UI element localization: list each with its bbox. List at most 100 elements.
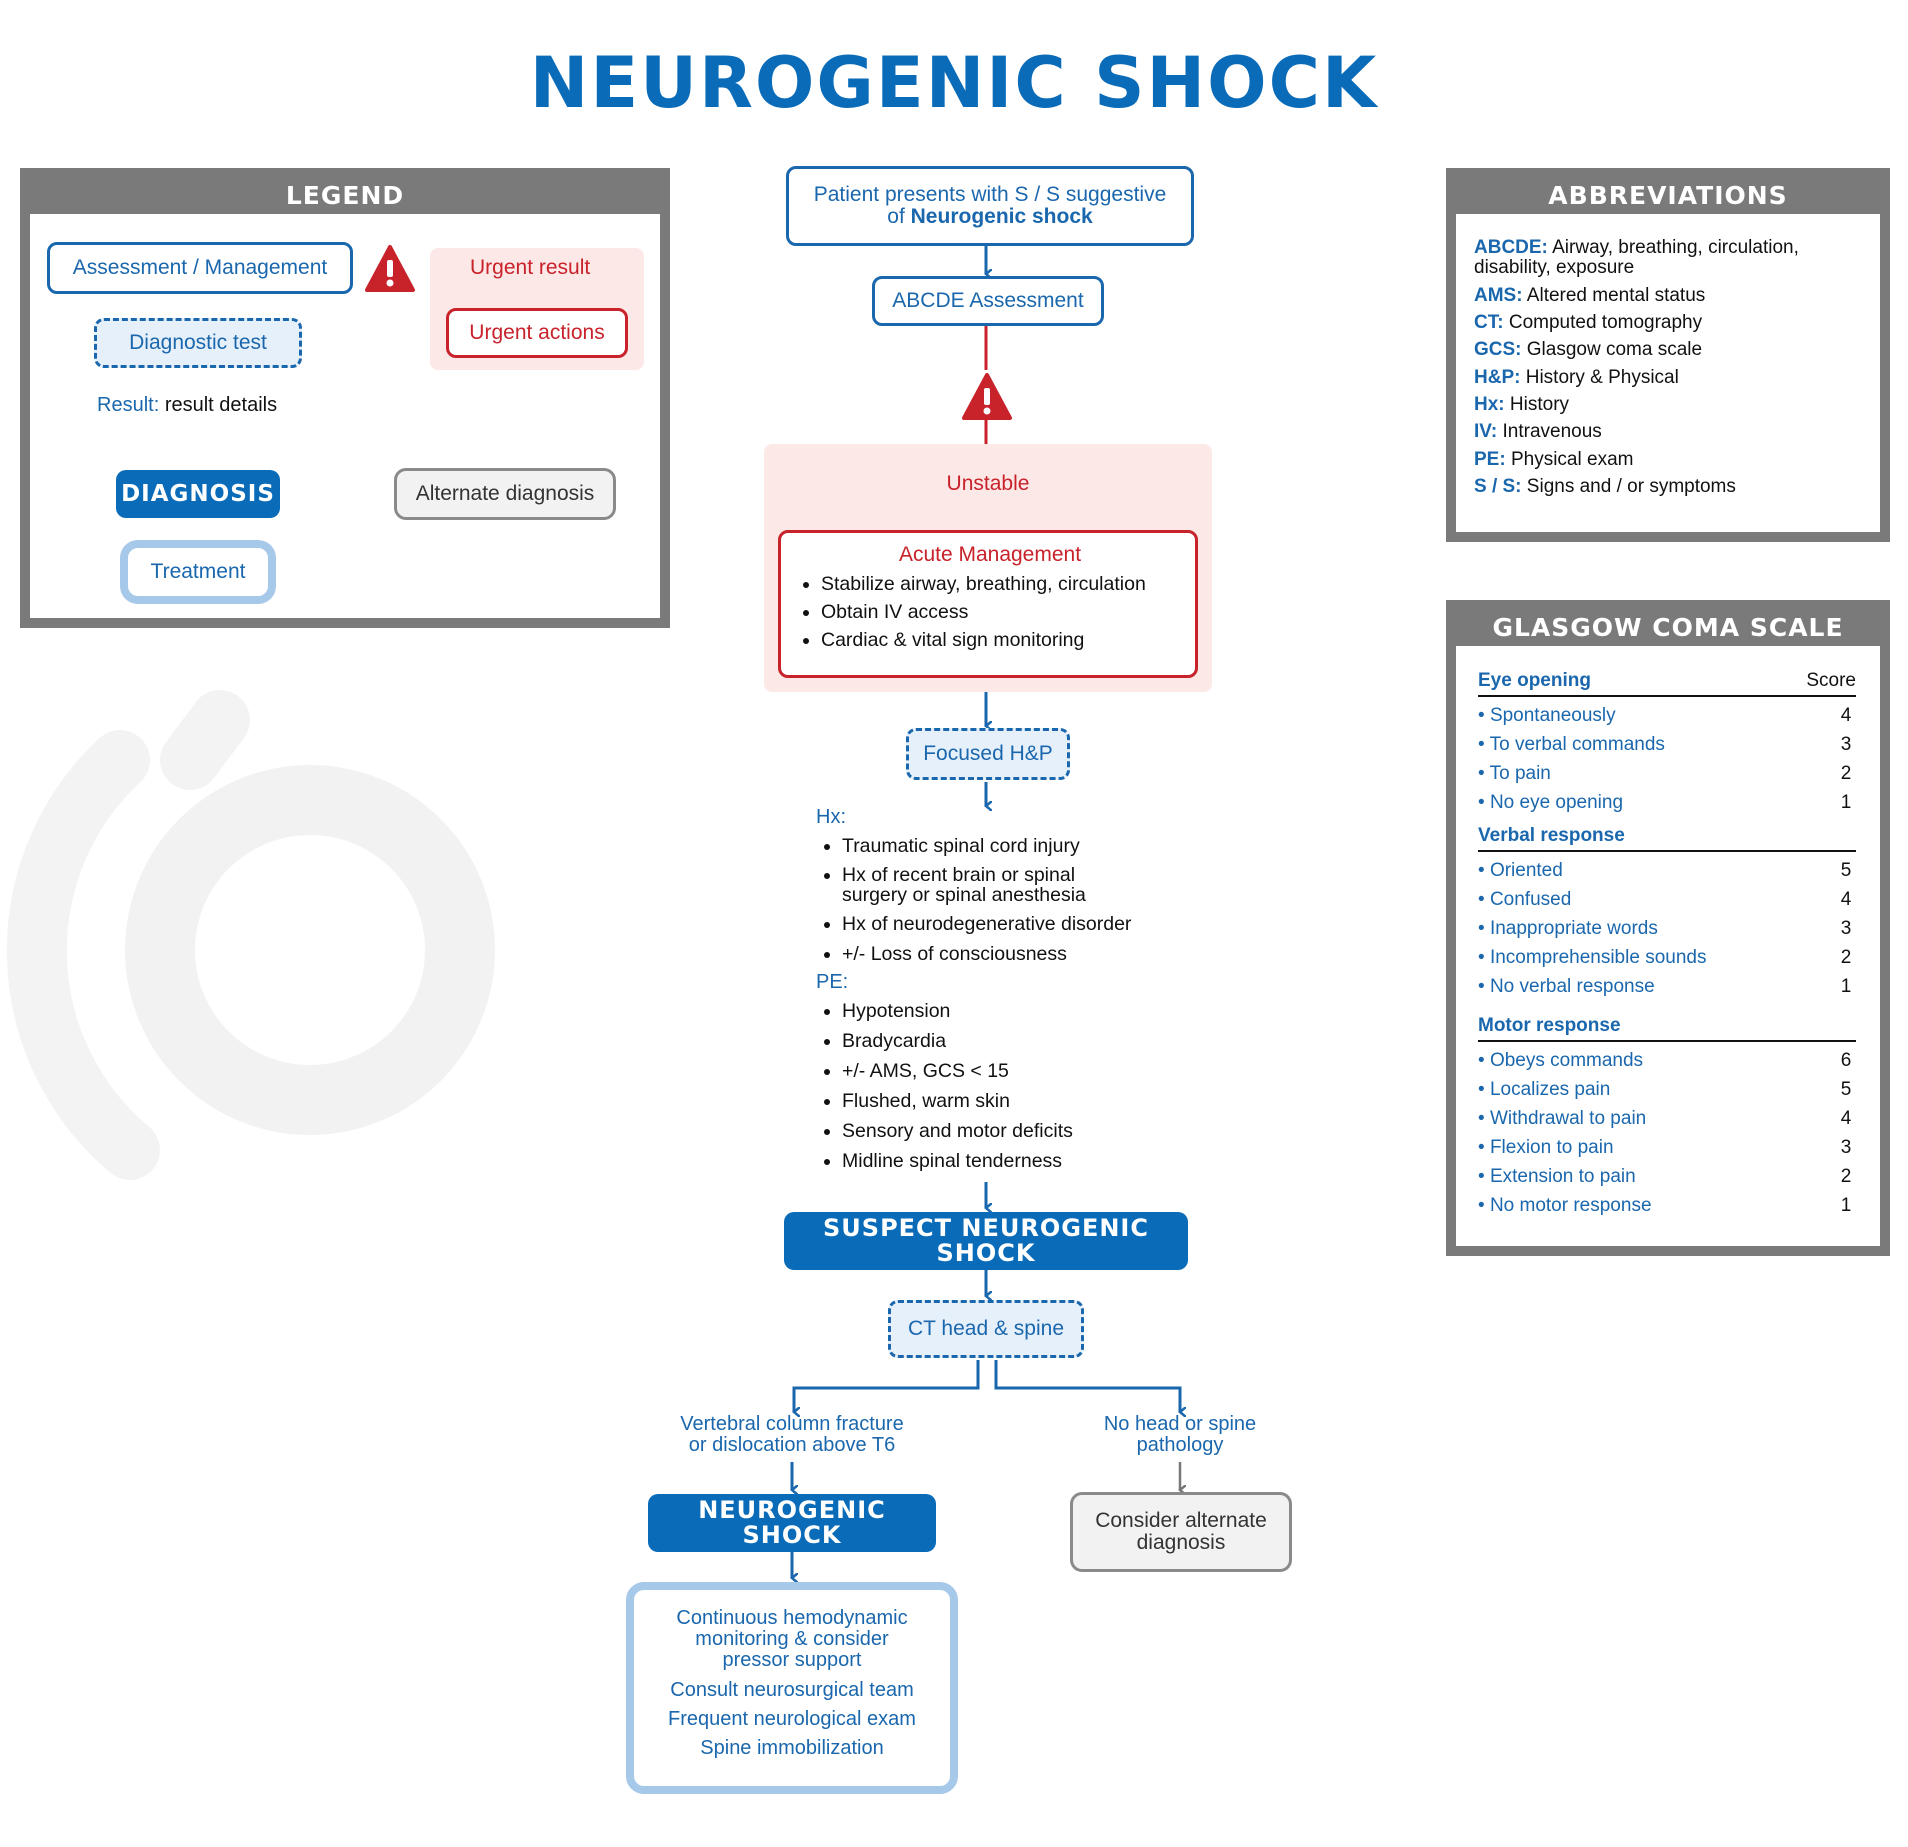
ct-box: CT head & spine — [888, 1300, 1084, 1358]
treatment-line: Spine immobilization — [700, 1736, 884, 1759]
gcs-row-text: To verbal commands — [1489, 733, 1665, 755]
start-line-2-bold: Neurogenic shock — [910, 205, 1093, 228]
legend-result-label: Result: — [97, 394, 160, 416]
hx-item: Hx of neurodegenerative disorder — [842, 913, 1176, 936]
gcs-divider — [1478, 850, 1856, 852]
gcs-row-text: To pain — [1489, 762, 1551, 784]
gcs-row-score: 4 — [1840, 1107, 1852, 1129]
acute-management-list: Stabilize airway, breathing, circulation… — [799, 573, 1181, 652]
legend-treatment-box: Treatment — [120, 540, 276, 604]
branch-right-label: No head or spine pathology — [1060, 1414, 1300, 1456]
abbreviations-panel: ABCDE: Airway, breathing, circulation, d… — [1446, 214, 1890, 542]
legend-result: Result: result details — [97, 394, 277, 417]
branch-left-line-2: or dislocation above T6 — [688, 1434, 896, 1456]
abbr-item: H&P: History & Physical — [1474, 366, 1862, 388]
start-line-2: of Neurogenic shock — [887, 205, 1093, 228]
abbr-value: Intravenous — [1502, 421, 1602, 443]
gcs-eye-header: Eye opening Score — [1478, 670, 1856, 692]
pe-item: Flushed, warm skin — [842, 1090, 1176, 1113]
abbr-key: AMS: — [1474, 284, 1523, 306]
pe-list: Hypotension Bradycardia +/- AMS, GCS < 1… — [816, 1000, 1176, 1173]
abbr-key: H&P: — [1474, 366, 1521, 388]
start-line-2-prefix: of — [887, 205, 905, 228]
branch-left-label: Vertebral column fracture or dislocation… — [640, 1414, 944, 1456]
treatment-line: Consult neurosurgical team — [670, 1678, 914, 1701]
gcs-eye-label: Eye opening — [1478, 670, 1591, 691]
legend-diagnostic-test-box: Diagnostic test — [94, 318, 302, 368]
abbr-value: Glasgow coma scale — [1526, 339, 1703, 361]
gcs-row-text: Spontaneously — [1489, 704, 1616, 726]
abbr-value: History & Physical — [1525, 366, 1679, 388]
treatment-line: monitoring & consider — [695, 1628, 889, 1651]
abbr-key: GCS: — [1474, 339, 1522, 361]
treatment-line: pressor support — [722, 1649, 862, 1672]
page-title: NEUROGENIC SHOCK — [529, 42, 1379, 124]
abbr-key: CT: — [1474, 311, 1504, 333]
abbr-item: PE: Physical exam — [1474, 448, 1862, 470]
abcde-box: ABCDE Assessment — [872, 276, 1104, 326]
acute-management-box: Acute Management Stabilize airway, breat… — [778, 530, 1198, 678]
abbr-item: GCS: Glasgow coma scale — [1474, 340, 1862, 360]
legend-urgent-actions-box: Urgent actions — [446, 308, 628, 358]
gcs-row-text: Oriented — [1489, 859, 1563, 881]
legend-result-text: result details — [164, 394, 278, 416]
abbr-item: S / S: Signs and / or symptoms — [1474, 475, 1862, 497]
hx-list: Traumatic spinal cord injury Hx of recen… — [816, 835, 1176, 966]
gcs-row-text: Inappropriate words — [1489, 917, 1658, 939]
hx-item: Hx of recent brain or spinal surgery or … — [842, 865, 1122, 906]
alternate-line-1: Consider alternate — [1095, 1508, 1267, 1532]
abbr-key: Hx: — [1474, 393, 1505, 415]
branch-right-line-1: No head or spine — [1103, 1413, 1257, 1435]
acute-item: Cardiac & vital sign monitoring — [821, 629, 1181, 652]
gcs-row-text: No eye opening — [1489, 791, 1624, 813]
acute-management-title: Acute Management — [898, 543, 1082, 566]
acute-item: Obtain IV access — [821, 601, 1181, 624]
gcs-row-text: Extension to pain — [1489, 1165, 1636, 1187]
gcs-divider — [1478, 695, 1856, 697]
pe-item: Midline spinal tenderness — [842, 1150, 1176, 1173]
neurogenic-shock-box: NEUROGENIC SHOCK — [648, 1494, 936, 1552]
gcs-row-score: 3 — [1840, 1136, 1852, 1158]
gcs-row-text: Obeys commands — [1489, 1049, 1644, 1071]
hx-item: Traumatic spinal cord injury — [842, 835, 1176, 858]
warning-icon — [365, 245, 415, 292]
branch-left-line-1: Vertebral column fracture — [680, 1413, 904, 1435]
gcs-row-score: 5 — [1840, 1078, 1852, 1100]
abbr-key: IV: — [1474, 421, 1498, 443]
abbr-key: S / S: — [1474, 475, 1522, 497]
abbr-item: AMS: Altered mental status — [1474, 284, 1862, 306]
abbr-value: Physical exam — [1510, 448, 1634, 470]
treatment-line: Continuous hemodynamic — [676, 1607, 908, 1629]
start-box: Patient presents with S / S suggestive o… — [786, 166, 1194, 246]
treatment-line: Frequent neurological exam — [668, 1707, 916, 1730]
unstable-label: Unstable — [946, 472, 1030, 495]
gcs-row-text: Withdrawal to pain — [1489, 1107, 1647, 1129]
gcs-verbal-label: Verbal response — [1478, 825, 1625, 846]
legend-assessment-box: Assessment / Management — [47, 242, 353, 294]
suspect-box: SUSPECT NEUROGENIC SHOCK — [784, 1212, 1188, 1270]
warning-icon — [962, 373, 1012, 420]
gcs-row-score: 3 — [1840, 917, 1852, 939]
hx-item: +/- Loss of consciousness — [842, 943, 1176, 966]
gcs-motor-label: Motor response — [1478, 1015, 1621, 1036]
abbr-item: IV: Intravenous — [1474, 422, 1862, 442]
branch-right-line-2: pathology — [1136, 1434, 1224, 1456]
abbr-value: Airway, breathing, circulation, disabili… — [1474, 237, 1799, 279]
gcs-row-text: Flexion to pain — [1489, 1136, 1614, 1158]
abbr-item: Hx: History — [1474, 393, 1862, 415]
alternate-line-2: diagnosis — [1136, 1531, 1226, 1554]
pe-label: PE: — [816, 970, 849, 993]
gcs-row-score: 2 — [1840, 762, 1852, 784]
